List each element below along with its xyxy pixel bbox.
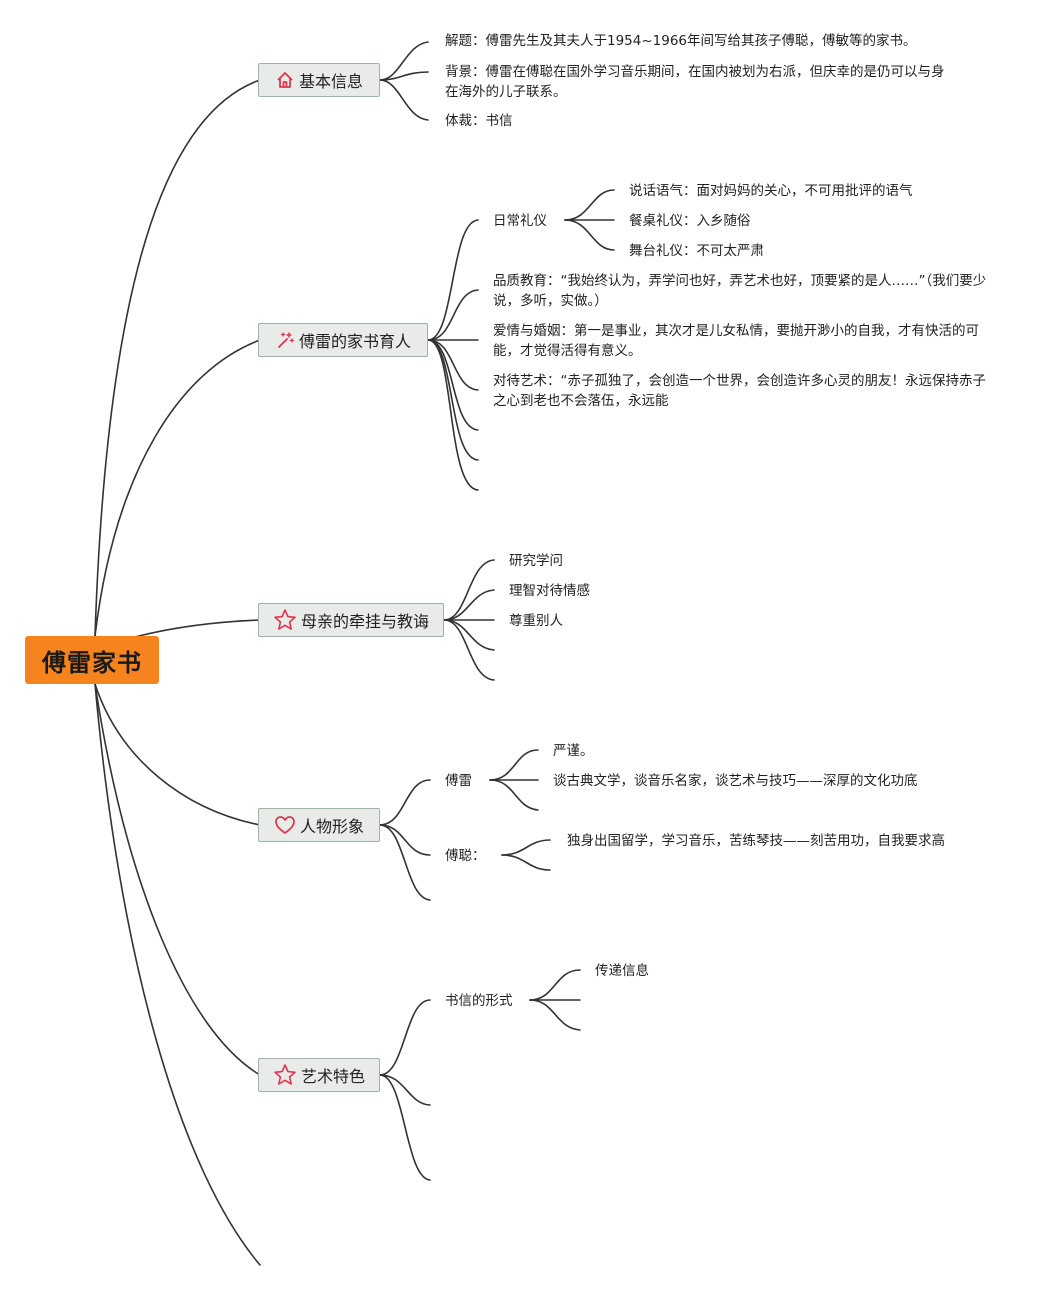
- leaf-topic[interactable]: 尊重别人: [509, 613, 563, 629]
- branch-title: 基本信息: [298, 72, 363, 91]
- leaf-topic[interactable]: 餐桌礼仪：入乡随俗: [629, 213, 751, 229]
- leaf-topic[interactable]: 说话语气：面对妈妈的关心，不可用批评的语气: [629, 183, 913, 199]
- star-icon: [273, 608, 297, 632]
- sub-topic[interactable]: 傅聪：: [445, 848, 486, 864]
- leaf-topic[interactable]: 独身出国留学，学习音乐，苦练琴技——刻苦用功，自我要求高: [567, 833, 945, 849]
- sub-topic[interactable]: 书信的形式: [445, 993, 513, 1009]
- sub-topic[interactable]: 傅雷: [445, 773, 472, 789]
- leaf-topic[interactable]: 体裁：书信: [445, 113, 513, 129]
- branch-basic-info[interactable]: 基本信息: [258, 63, 380, 97]
- branch-title: 艺术特色: [300, 1067, 365, 1086]
- leaf-topic[interactable]: 研究学问: [509, 553, 563, 569]
- heart-icon: [274, 815, 296, 835]
- branch-title: 母亲的牵挂与教诲: [300, 612, 429, 631]
- leaf-topic[interactable]: 解题：傅雷先生及其夫人于1954~1966年间写给其孩子傅聪，傅敏等的家书。: [445, 33, 917, 49]
- leaf-topic[interactable]: 严谨。: [553, 743, 594, 759]
- branch-education[interactable]: 傅雷的家书育人: [258, 323, 428, 357]
- branch-title: 人物形象: [299, 817, 364, 836]
- sparkle-icon: [275, 330, 295, 350]
- branch-title: 傅雷的家书育人: [298, 332, 411, 351]
- branch-art-features[interactable]: 艺术特色: [258, 1058, 380, 1092]
- home-icon: [275, 70, 295, 90]
- leaf-topic[interactable]: 理智对待情感: [509, 583, 590, 599]
- leaf-topic[interactable]: 品质教育：“我始终认为，弄学问也好，弄艺术也好，顶要紧的是人……”（我们要少说，…: [493, 273, 987, 309]
- root-topic[interactable]: 傅雷家书: [25, 636, 159, 684]
- leaf-topic[interactable]: 爱情与婚姻：第一是事业，其次才是儿女私情，要抛开渺小的自我，才有快活的可能，才觉…: [493, 323, 979, 359]
- branch-mother[interactable]: 母亲的牵挂与教诲: [258, 603, 444, 637]
- star-icon: [273, 1063, 297, 1087]
- sub-topic[interactable]: 日常礼仪: [493, 213, 547, 229]
- leaf-topic[interactable]: 舞台礼仪：不可太严肃: [629, 243, 764, 259]
- branch-characters[interactable]: 人物形象: [258, 808, 380, 842]
- leaf-topic[interactable]: 传递信息: [595, 963, 649, 979]
- leaf-topic[interactable]: 背景：傅雷在傅聪在国外学习音乐期间，在国内被划为右派，但庆幸的是仍可以与身在海外…: [445, 64, 945, 100]
- leaf-topic[interactable]: 对待艺术：“赤子孤独了，会创造一个世界，会创造许多心灵的朋友！永远保持赤子之心到…: [493, 373, 986, 409]
- leaf-topic[interactable]: 谈古典文学，谈音乐名家，谈艺术与技巧——深厚的文化功底: [553, 773, 918, 789]
